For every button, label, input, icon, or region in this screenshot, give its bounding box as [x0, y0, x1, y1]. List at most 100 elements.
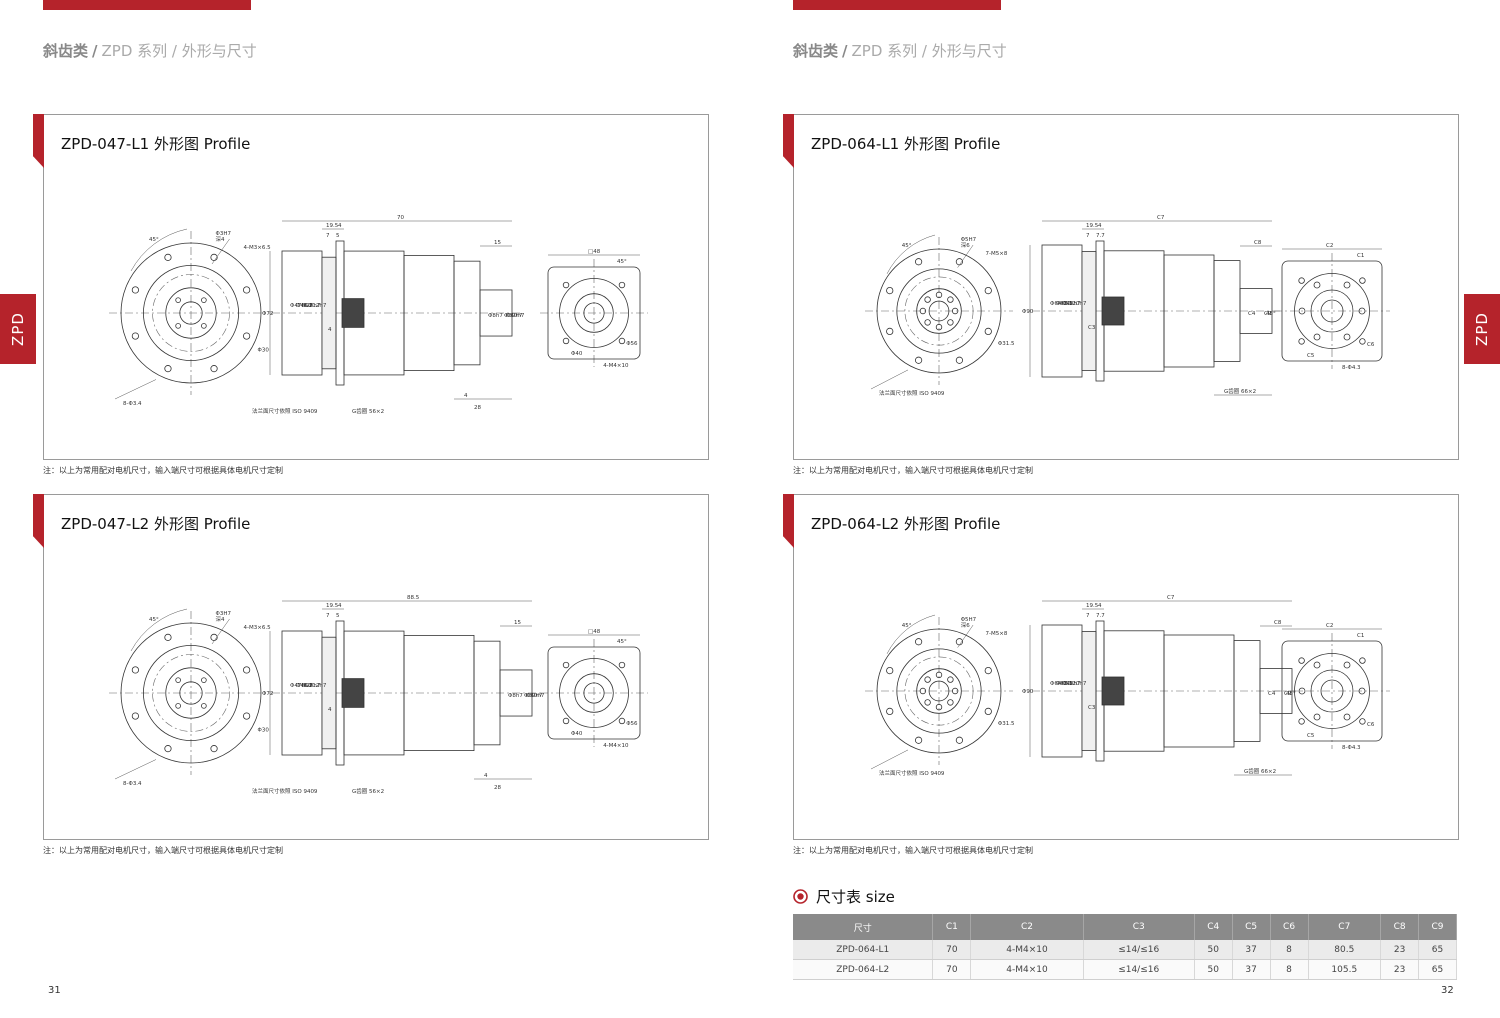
breadcrumb-right: 斜齿类/ZPD 系列 / 外形与尺寸: [793, 40, 1007, 61]
dimension-label: 5: [336, 613, 340, 619]
dimension-label: 7: [326, 613, 330, 619]
table-cell: 105.5: [1308, 959, 1382, 980]
dimension-label: Φ20h7: [1068, 681, 1087, 687]
dimension-label: Φ46.2: [296, 683, 313, 689]
dimension-label: Φ47h6: [290, 683, 309, 689]
dimension-label: 4-M4×10: [603, 363, 629, 369]
dimension-label: 45°: [1266, 311, 1276, 317]
dimension-label: 4-M3×6.5: [244, 245, 272, 251]
breadcrumb-section: 外形与尺寸: [181, 42, 257, 60]
dimension-label: Φ90: [1022, 309, 1034, 315]
side-tab-label: ZPD: [9, 312, 27, 346]
dimension-label: 8-Φ4.3: [1342, 745, 1361, 751]
dimension-label: 15: [494, 240, 501, 246]
dimension-label: 88.5: [407, 595, 420, 601]
size-table-column-header: 尺寸: [793, 914, 934, 940]
table-cell: 23: [1380, 959, 1420, 980]
dimension-label: Φ40h7: [1062, 681, 1081, 687]
front-view: [865, 614, 1013, 770]
dimension-label: C2: [1326, 243, 1333, 249]
breadcrumb-section: 外形与尺寸: [931, 42, 1007, 60]
table-cell: 4-M4×10: [970, 940, 1084, 960]
table-cell: ≤14/≤16: [1083, 959, 1195, 980]
dimension-label: 深4: [216, 615, 226, 623]
breadcrumb-series: ZPD 系列: [101, 42, 168, 60]
dimension-label: 19.5: [1086, 603, 1099, 609]
side-view: [1029, 600, 1302, 776]
dimension-label: C6: [1367, 342, 1375, 348]
dimension-label: 28: [474, 405, 481, 411]
top-accent-bar-right: [793, 0, 1001, 10]
size-table-column-header: C7: [1308, 914, 1382, 940]
table-cell: 65: [1418, 959, 1457, 980]
size-table-column-header: C6: [1270, 914, 1309, 940]
dimension-label: 7.7: [1096, 613, 1105, 619]
dimension-label: Φ20h7: [1068, 301, 1087, 307]
page-number-left: 31: [48, 985, 61, 996]
dimension-label: 法兰面尺寸依照 ISO 9409: [252, 407, 318, 415]
size-table-column-header: C4: [1194, 914, 1233, 940]
dimension-label: 8-Φ3.4: [123, 401, 142, 407]
dimension-label: C1: [1357, 253, 1364, 259]
dimension-label: 45°: [902, 623, 912, 629]
dimension-label: Φ12h7: [308, 303, 327, 309]
dimension-label: □48: [588, 249, 601, 255]
dimension-label: C2: [1326, 623, 1333, 629]
dimension-label: C3: [1088, 705, 1096, 711]
size-table-title: 尺寸表 size: [816, 888, 895, 906]
dimension-label: □48: [588, 629, 601, 635]
dimension-label: 4: [464, 393, 468, 399]
dimension-label: Φ12h7: [308, 683, 327, 689]
dimension-label: 7-M5×8: [986, 251, 1008, 257]
dimension-label: C8: [1254, 240, 1262, 246]
dimension-label: Φ64h6: [1050, 301, 1069, 307]
dimension-label: Φ72: [262, 691, 273, 697]
dimension-label: G齿圈 66×2: [1224, 388, 1256, 395]
dimension-label: 45°: [149, 237, 159, 243]
note-text: 注：以上为常用配对电机尺寸，输入端尺寸可根据具体电机尺寸定制: [793, 846, 1033, 855]
table-cell: 65: [1418, 940, 1457, 960]
dimension-label: C1: [1357, 633, 1364, 639]
dimension-label: 45°: [902, 243, 912, 249]
note-text: 注：以上为常用配对电机尺寸，输入端尺寸可根据具体电机尺寸定制: [793, 466, 1033, 475]
dimension-label: 45°: [617, 639, 627, 645]
dimension-label: 法兰面尺寸依照 ISO 9409: [879, 389, 945, 397]
panel-flag: [33, 114, 44, 168]
dimension-label: C8: [1274, 620, 1282, 626]
note-text: 注：以上为常用配对电机尺寸，输入端尺寸可根据具体电机尺寸定制: [43, 846, 283, 855]
dimension-label: Φ60h7: [526, 693, 545, 699]
breadcrumb-category: 斜齿类: [43, 42, 89, 60]
dimension-label: Φ3H7: [216, 231, 232, 237]
dimension-label: Φ46.2: [296, 303, 313, 309]
dimension-label: 4: [1098, 603, 1102, 609]
dimension-label: 法兰面尺寸依照 ISO 9409: [879, 769, 945, 777]
dimension-label: 19.5: [1086, 223, 1099, 229]
dimension-label: Φ28h7: [302, 303, 321, 309]
rear-view: [1274, 628, 1390, 749]
dimension-label: 19.5: [326, 223, 339, 229]
dimension-label: C3: [1088, 325, 1096, 331]
side-tab-label: ZPD: [1473, 312, 1491, 346]
side-tab-right: ZPD: [1464, 294, 1500, 364]
dimension-label: Φ8h7: [508, 693, 523, 699]
size-table-column-header: C2: [970, 914, 1084, 940]
panel-title: ZPD-047-L2 外形图 Profile: [61, 515, 251, 533]
table-cell: 37: [1232, 940, 1271, 960]
dimension-label: Φ40h7: [1062, 301, 1081, 307]
dimension-label: Φ8h7: [488, 313, 503, 319]
panel-title: ZPD-064-L1 外形图 Profile: [811, 135, 1001, 153]
side-view: [1029, 220, 1282, 396]
table-cell: 23: [1380, 940, 1420, 960]
dimension-label: 法兰面尺寸依照 ISO 9409: [252, 787, 318, 795]
breadcrumb-separator: /: [171, 42, 177, 60]
dimension-label: Φ47h6: [290, 303, 309, 309]
dimension-label: Φ3H7: [216, 611, 232, 617]
dimension-label: 5: [336, 233, 340, 239]
dimension-label: C4: [1268, 691, 1276, 697]
